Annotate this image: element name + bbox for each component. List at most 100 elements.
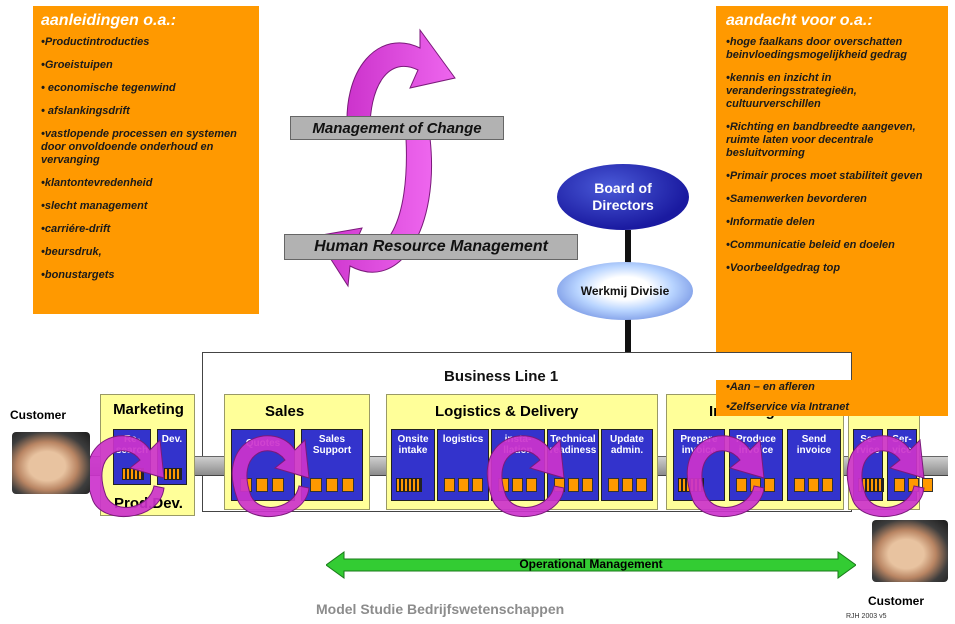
proc-invoicing-2-sq (794, 478, 805, 492)
proc-research-label: Re- search (115, 434, 149, 456)
right-item: •kennis en inzicht in veranderingsstrate… (726, 72, 857, 110)
left-item: •klantontevredenheid (41, 177, 153, 189)
right-item: •Richting en bandbreedte aangeven, ruimt… (726, 121, 916, 159)
right-item: •Voorbeeldgedrag top (726, 262, 841, 274)
right-item: •Samenwerken bevorderen (726, 193, 867, 205)
left-item: •Groeistuipen (41, 59, 113, 71)
marketing-title: Marketing (113, 401, 184, 418)
left-box-title: aanleidingen o.a.: (41, 12, 177, 29)
proc-logistics-1-sq (458, 478, 469, 492)
right-attention-box: aandacht voor o.a.: •hoge faalkans door … (716, 6, 948, 416)
proc-service-1-label: Ser- vice (892, 434, 912, 456)
right-item: •Informatie delen (726, 216, 815, 228)
customer-left-label: Customer (10, 408, 67, 422)
proc-invoicing-1: Produce invoice (729, 429, 783, 501)
proc-dev: Dev. (157, 429, 187, 485)
proc-logistics-0-bars (396, 478, 422, 492)
proc-invoicing-1-sq (736, 478, 747, 492)
proc-quotes-sq3 (272, 478, 284, 492)
proc-research: Re- search (113, 429, 151, 485)
right-box-last-items: •Aan – en afleren •Zelfservice via Intra… (726, 377, 849, 417)
right-item: •Primair proces moet stabiliteit geven (726, 170, 923, 182)
left-item: •Productintroducties (41, 36, 150, 48)
proc-quotes-sq2 (256, 478, 268, 492)
proc-research-bars (122, 468, 144, 480)
management-of-change-label: Management of Change (290, 116, 504, 140)
proc-ss-sq3 (342, 478, 354, 492)
right-item-aan-afleren: •Aan – en afleren (726, 381, 815, 393)
footer-title: Model Studie Bedrijfswetenschappen (316, 601, 565, 617)
proc-sales-support-label: Sales Support (312, 434, 352, 456)
board-of-directors: Board of Directors (557, 164, 689, 230)
proc-invoicing-0-label: Prepare invoice (680, 434, 718, 456)
hrm-label: Human Resource Management (284, 234, 578, 260)
right-box-list: •hoge faalkans door overschatten beinvlo… (726, 36, 938, 275)
customer-right-label: Customer (868, 594, 925, 608)
dept-marketing: Marketing Re- search Dev. Prod.Dev. (100, 394, 195, 516)
proc-logistics-4-sq (622, 478, 633, 492)
right-item-zelfservice: •Zelfservice via Intranet (726, 401, 850, 413)
proc-service-1-sq (908, 478, 919, 492)
left-item: •beursdruk, (41, 246, 102, 258)
proc-invoicing-2-sq (808, 478, 819, 492)
hrm-text: Human Resource Management (314, 238, 548, 255)
left-item: •carriére-drift (41, 223, 111, 235)
right-item: •Communicatie beleid en doelen (726, 239, 895, 251)
proc-logistics-3-sq (568, 478, 579, 492)
left-item: • economische tegenwind (41, 82, 176, 94)
proc-logistics-3-label: Technical readiness (549, 434, 597, 456)
management-of-change-text: Management of Change (312, 119, 482, 137)
proc-ss-sq1 (310, 478, 322, 492)
left-box-list: •Productintroducties •Groeistuipen • econo… (41, 36, 251, 282)
proc-invoicing-2-label: Send invoice (796, 434, 832, 456)
proc-quotes-sq1 (240, 478, 252, 492)
proc-logistics-2-label: insta- llation (503, 434, 533, 456)
proc-quotes: Quotes (231, 429, 295, 501)
proc-invoicing-2: Send invoice (787, 429, 841, 501)
proc-logistics-3-sq (582, 478, 593, 492)
right-item: •hoge faalkans door overschatten beinvlo… (726, 36, 907, 61)
proc-logistics-2-sq (512, 478, 523, 492)
division-text: Werkmij Divisie (580, 284, 670, 298)
left-reasons-box: aanleidingen o.a.: •Productintroducties•… (33, 6, 259, 314)
left-item: •vastlopende processen en systemen door … (41, 128, 237, 166)
right-attention-box-overlay (716, 380, 948, 416)
proc-sales-support: Sales Support (301, 429, 363, 501)
proc-logistics-3-sq (554, 478, 565, 492)
handshake-left-image (12, 432, 90, 494)
proc-logistics-3: Technical readiness (547, 429, 599, 501)
version-label: RJH 2003 v5 (846, 613, 887, 620)
proc-invoicing-0: Prepare invoice (673, 429, 725, 501)
proc-service-1-sq (922, 478, 933, 492)
proc-service-0-label: Se- rvice (856, 434, 880, 456)
proc-service-0-bars (858, 478, 884, 492)
proc-logistics-2-sq (526, 478, 537, 492)
left-item: •slecht management (41, 200, 148, 212)
dept-service: Se- rvice Ser- vice (848, 414, 933, 510)
change-cycle-arrows (315, 28, 456, 288)
proc-logistics-0: Onsite intake (391, 429, 435, 501)
proc-service-1: Ser- vice (887, 429, 933, 501)
dept-sales: Sales Quotes Sales Support (224, 394, 370, 510)
proc-logistics-1-sq (444, 478, 455, 492)
board-text: Board of Directors (592, 180, 654, 213)
sales-title: Sales (265, 403, 305, 420)
proc-logistics-1-sq (472, 478, 483, 492)
left-item: •bonustargets (41, 269, 115, 281)
proc-dev-bars (164, 468, 182, 480)
proc-invoicing-2-sq (822, 478, 833, 492)
proc-logistics-4-label: Update admin. (610, 434, 644, 456)
proc-logistics-4-sq (608, 478, 619, 492)
proc-invoicing-1-label: Produce invoice (735, 434, 776, 456)
proc-logistics-1-label: logistics (442, 434, 484, 445)
proc-service-1-sq (894, 478, 905, 492)
proc-invoicing-0-bars (678, 478, 704, 492)
proc-quotes-label: Quotes (245, 438, 281, 449)
proc-service-0: Se- rvice (853, 429, 884, 501)
proc-logistics-4-sq (636, 478, 647, 492)
left-item: • afslankingsdrift (41, 105, 130, 117)
proc-logistics-4: Update admin. (601, 429, 653, 501)
proc-logistics-2: insta- llation (491, 429, 545, 501)
handshake-right-image (872, 520, 948, 582)
